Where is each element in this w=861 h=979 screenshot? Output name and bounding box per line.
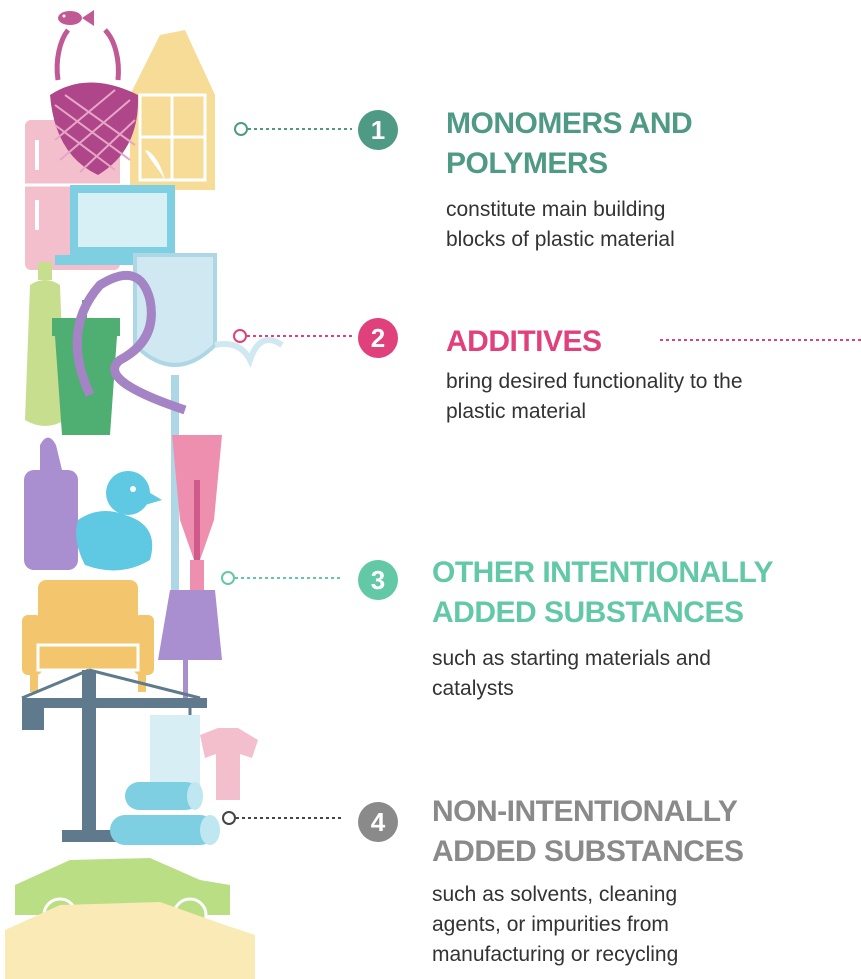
laptop-icon <box>55 185 190 265</box>
item-1-desc-line-2: blocks of plastic material <box>446 228 675 251</box>
pipes-icon <box>110 782 220 845</box>
net-bag-icon <box>50 28 139 175</box>
lamp-icon <box>158 590 222 700</box>
plastic-products-illustration <box>5 10 284 979</box>
item-3-title-line-1: OTHER INTENTIONALLY <box>432 556 774 589</box>
item-3-number: 3 <box>358 560 398 600</box>
item-3-title-line-2: ADDED SUBSTANCES <box>432 596 744 629</box>
bottle-icon <box>25 262 65 426</box>
item-1-title: MONOMERS AND POLYMERS <box>446 104 693 184</box>
hand-blender-icon <box>172 435 222 600</box>
item-2-desc-line-1: bring desired functionality to the <box>446 370 743 393</box>
tshirt-icon <box>150 715 258 800</box>
car-icon <box>5 858 255 979</box>
item-2-description: bring desired functionality to the plast… <box>446 367 743 427</box>
fish-icon <box>58 10 94 26</box>
item-1-number: 1 <box>358 110 398 150</box>
item-2-number: 2 <box>358 318 398 358</box>
item-4-title-line-2: ADDED SUBSTANCES <box>432 835 744 868</box>
item-4-desc-line-3: manufacturing or recycling <box>432 943 679 966</box>
item-4-desc-line-2: agents, or impurities from <box>432 913 669 936</box>
item-4-title: NON-INTENTIONALLY ADDED SUBSTANCES <box>432 792 744 872</box>
item-4-number: 4 <box>358 802 398 842</box>
item-4-desc-line-1: such as solvents, cleaning <box>432 883 678 906</box>
rubber-duck-icon <box>76 471 162 571</box>
item-3-desc-line-2: catalysts <box>432 677 514 700</box>
cup-icon <box>52 300 120 435</box>
item-1-description: constitute main building blocks of plast… <box>446 195 675 255</box>
greenhouse-icon <box>130 30 215 190</box>
item-3-desc-line-1: such as starting materials and <box>432 647 711 670</box>
item-2-title: ADDITIVES <box>446 322 602 362</box>
item-3-title: OTHER INTENTIONALLY ADDED SUBSTANCES <box>432 553 774 633</box>
item-1-title-line-1: MONOMERS AND <box>446 107 693 140</box>
item-2-desc-line-2: plastic material <box>446 400 587 423</box>
armchair-icon <box>22 580 154 692</box>
tube-icon <box>72 271 187 415</box>
item-4-description: such as solvents, cleaning agents, or im… <box>432 880 678 970</box>
item-3-description: such as starting materials and catalysts <box>432 644 711 704</box>
item-1-title-line-2: POLYMERS <box>446 147 608 180</box>
item-1-desc-line-1: constitute main building <box>446 198 666 221</box>
item-4-title-line-1: NON-INTENTIONALLY <box>432 795 738 828</box>
item-2-title-line-1: ADDITIVES <box>446 325 602 358</box>
iv-bag-icon <box>133 253 284 614</box>
baby-bottle-icon <box>24 437 78 570</box>
